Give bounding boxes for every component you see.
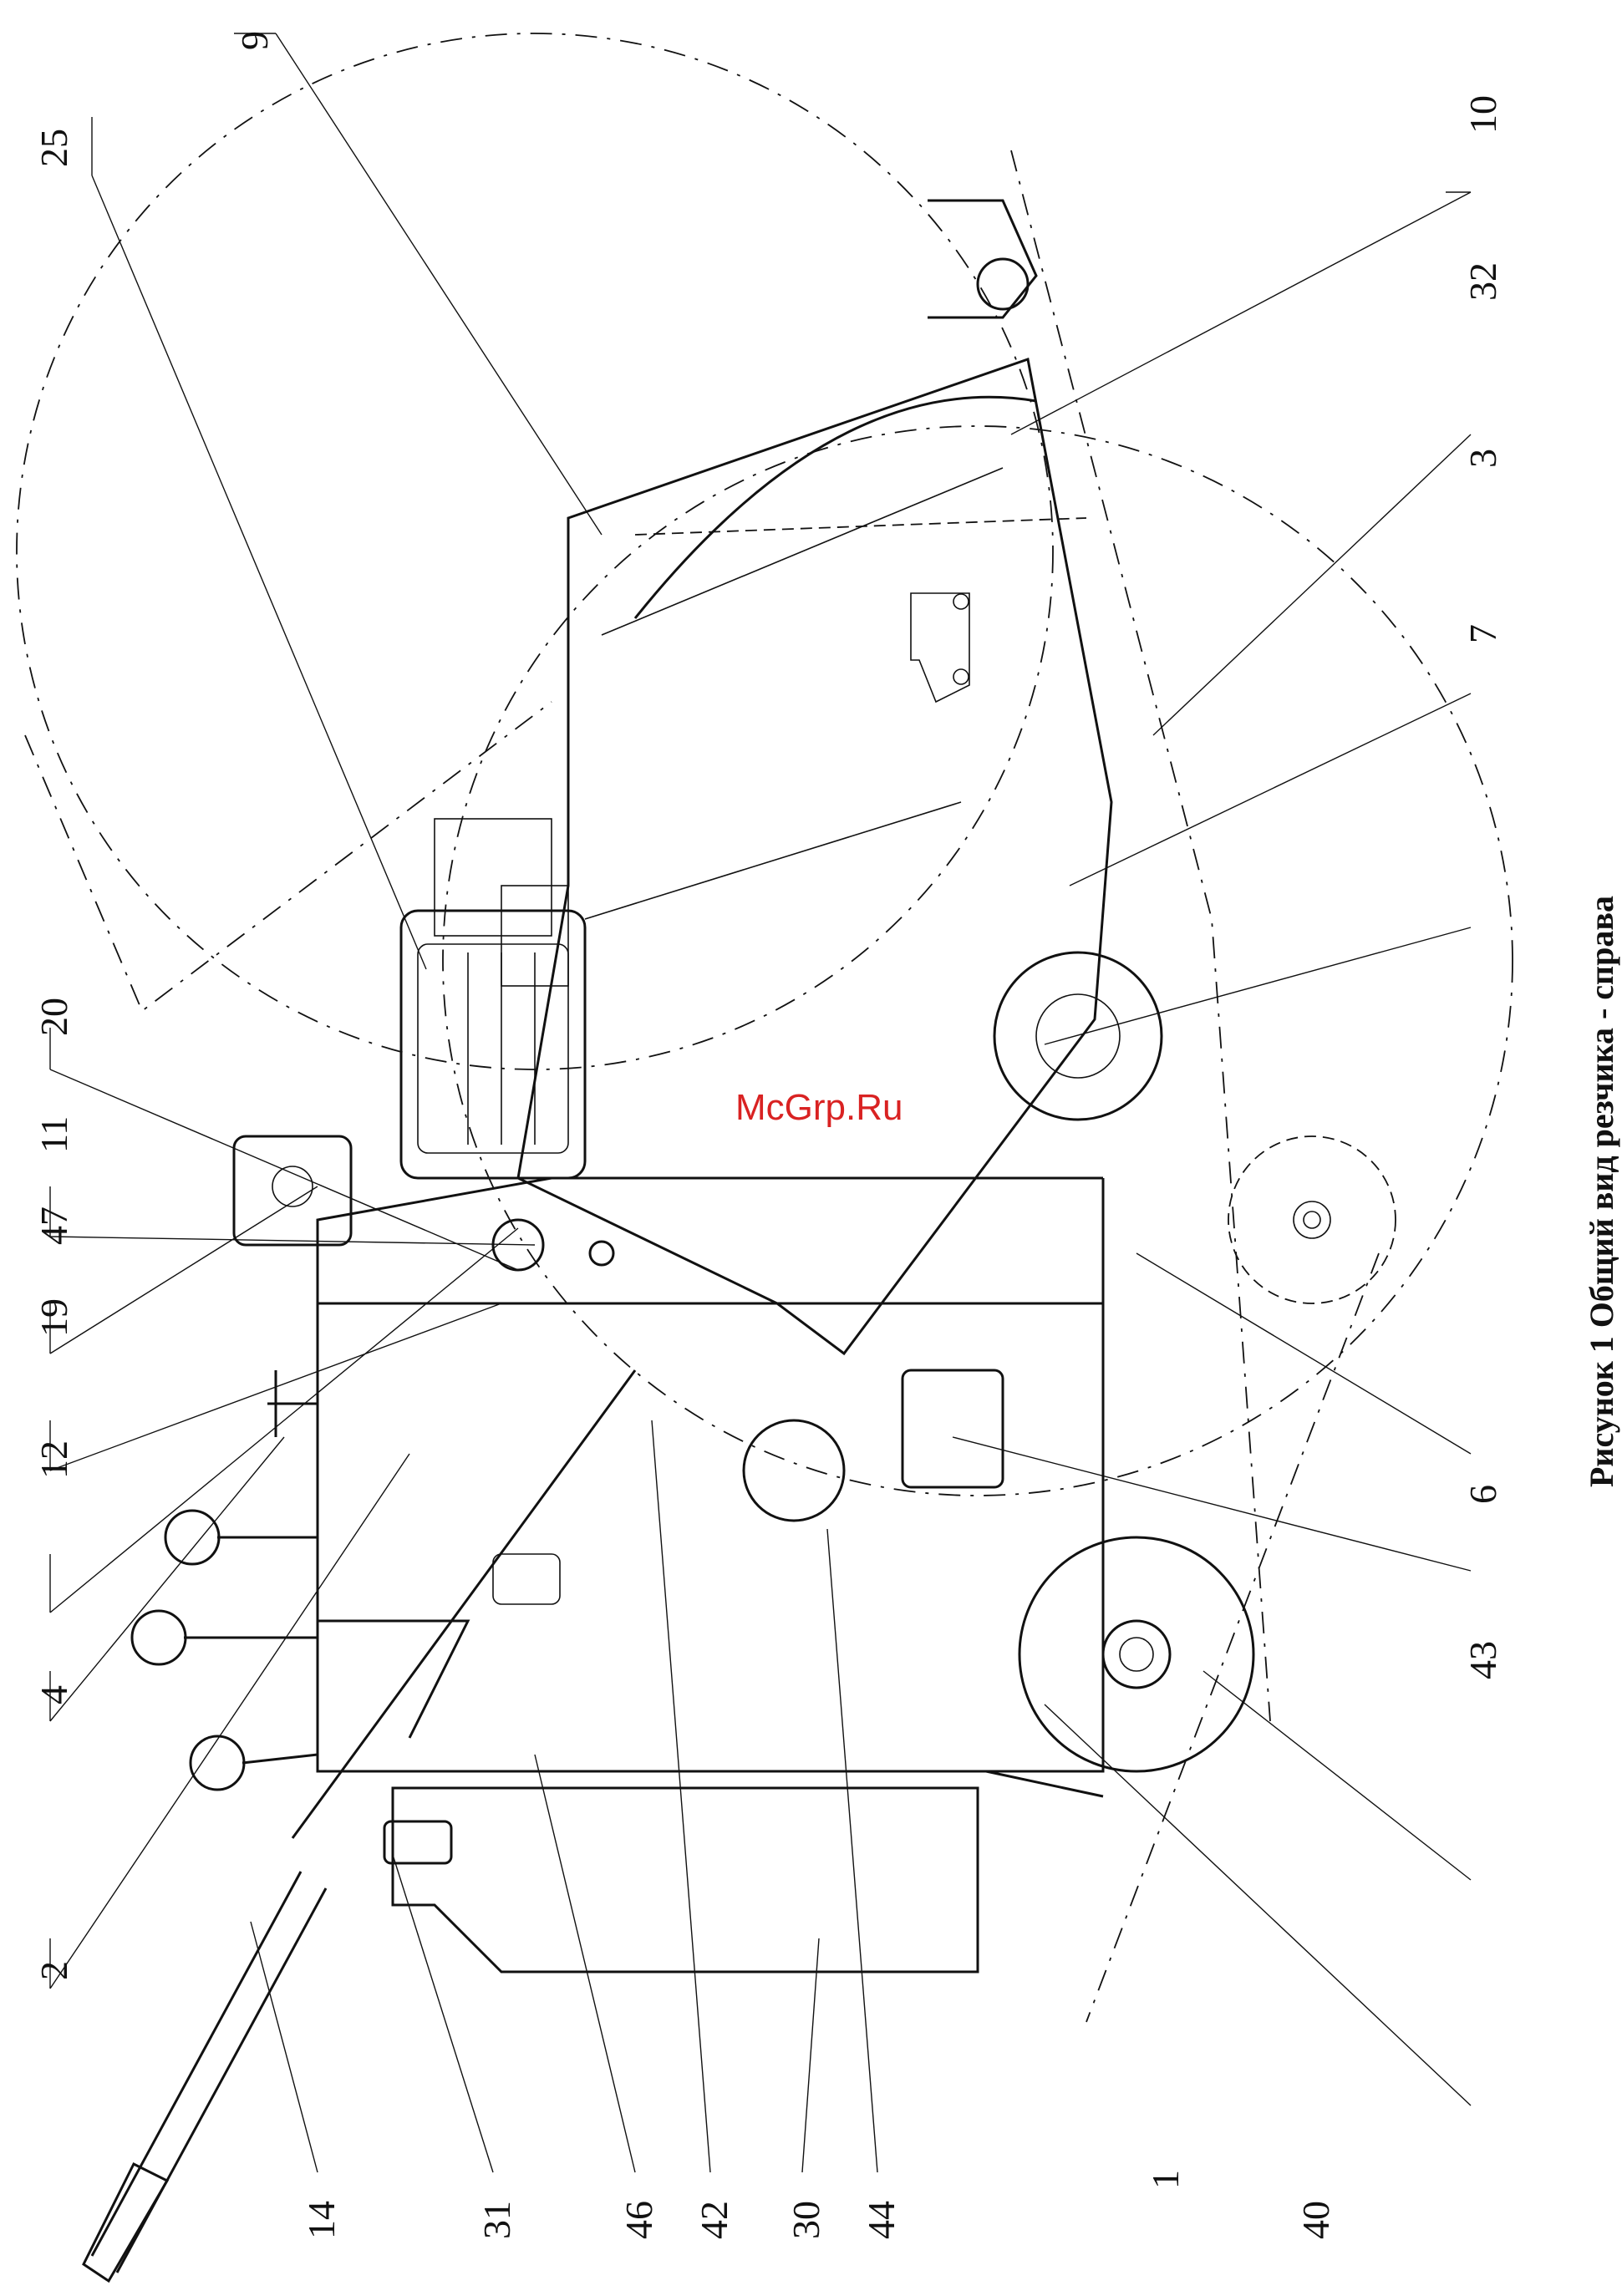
label-20: 20: [33, 998, 75, 1036]
label-31: 31: [475, 2201, 518, 2239]
label-9: 9: [233, 31, 276, 50]
front-wheel: [994, 952, 1162, 1120]
label-44: 44: [860, 2201, 903, 2239]
label-2: 2: [33, 1961, 75, 1980]
label-7: 7: [1462, 624, 1504, 643]
label-42: 42: [693, 2201, 735, 2239]
blade-guard: [518, 201, 1111, 1354]
rear-wheel: [1019, 1537, 1253, 1771]
label-1: 1: [1144, 2170, 1187, 2189]
engine: [234, 819, 613, 1270]
label-47: 47: [33, 1206, 75, 1245]
watermark: McGrp.Ru: [735, 1087, 903, 1128]
label-11: 11: [33, 1116, 75, 1153]
label-30: 30: [785, 2201, 827, 2239]
label-19: 19: [33, 1298, 75, 1337]
label-3: 3: [1462, 449, 1504, 468]
label-46: 46: [618, 2201, 660, 2239]
label-40: 40: [1294, 2201, 1337, 2239]
figure-caption: Рисунок 1 Общий вид резчика - справа: [1583, 896, 1620, 1487]
label-4: 4: [33, 1685, 75, 1704]
blade-outlines: [17, 33, 1513, 2022]
label-12: 12: [33, 1440, 75, 1479]
label-6: 6: [1462, 1485, 1504, 1504]
label-10: 10: [1462, 95, 1504, 134]
label-14: 14: [300, 2201, 343, 2239]
label-43: 43: [1462, 1641, 1504, 1679]
label-25: 25: [33, 129, 75, 167]
frame: [318, 1178, 1103, 1972]
label-32: 32: [1462, 262, 1504, 301]
